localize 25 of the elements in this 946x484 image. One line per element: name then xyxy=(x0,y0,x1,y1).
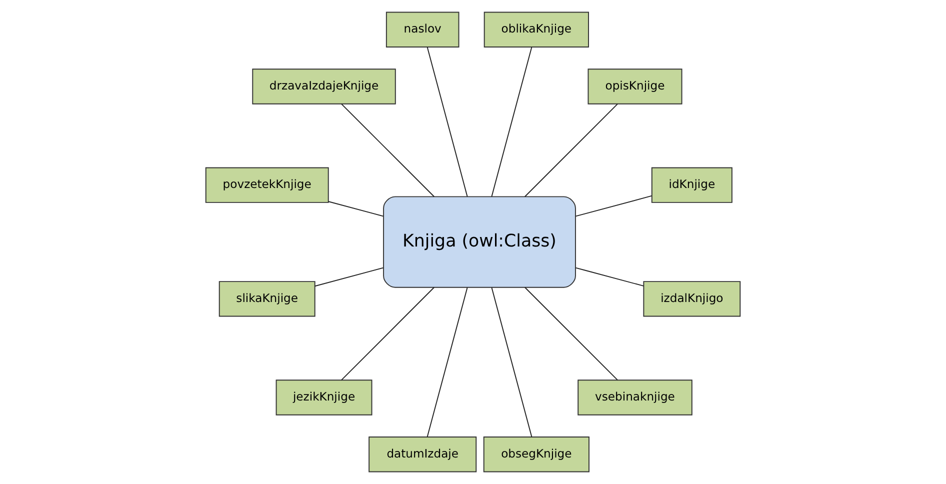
connector xyxy=(491,46,532,197)
node-box: drzavaIzdajeKnjige xyxy=(252,68,396,104)
connector xyxy=(426,46,468,197)
node-box: datumIzdaje xyxy=(368,436,477,472)
node-box: jezikKnjige xyxy=(276,380,372,416)
connector xyxy=(340,286,435,381)
connector xyxy=(340,103,435,198)
node-box: vsebinaknjige xyxy=(578,380,692,416)
connector xyxy=(575,267,644,286)
node-box: Knjiga (owl:Class) xyxy=(383,196,576,288)
node-box: opisKnjige xyxy=(588,68,682,104)
connector xyxy=(524,103,618,198)
connector xyxy=(328,201,384,217)
node-box: slikaKnjige xyxy=(218,281,316,317)
connector xyxy=(314,267,384,287)
node-box: obsegKnjige xyxy=(483,436,590,472)
node-box: oblikaKnjige xyxy=(484,12,589,48)
node-box: idKnjige xyxy=(651,167,732,203)
connector xyxy=(575,195,652,217)
node-box: povzetekKnjige xyxy=(205,167,329,203)
connector xyxy=(491,287,532,438)
connector xyxy=(524,286,618,381)
node-box: naslov xyxy=(386,12,460,48)
node-box: izdalKnjigo xyxy=(643,281,741,317)
connector xyxy=(426,287,468,438)
